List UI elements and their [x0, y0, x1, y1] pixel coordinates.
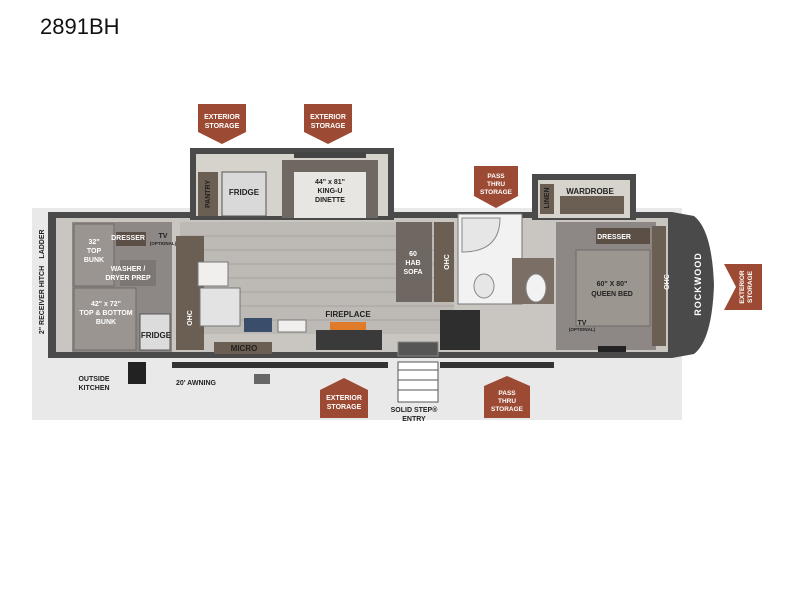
micro-cabinet [214, 342, 272, 354]
dinette-table [294, 172, 366, 218]
wardrobe-label: WARDROBE [566, 187, 614, 196]
tag-text: EXTERIOR [310, 114, 346, 121]
front-ohc [652, 226, 666, 346]
bottom-bunk [73, 287, 137, 351]
queen-bed [575, 249, 651, 327]
bed-tv-optional: (OPTIONAL) [569, 327, 596, 332]
bottom-bunk-label: TOP & BOTTOM [79, 310, 132, 317]
bed-dresser [596, 228, 650, 244]
ohc-rear-label: OHC [187, 310, 194, 326]
dinette-window [294, 152, 366, 158]
bunk-tv-optional: (OPTIONAL) [150, 241, 177, 246]
fireplace-flame [330, 322, 366, 330]
top-bunk [73, 223, 115, 287]
entry-label: SOLID STEP® [391, 406, 439, 414]
bunk-dresser [116, 232, 146, 246]
stove [197, 261, 229, 287]
solid-step-entry [397, 361, 439, 403]
bunk-tv-label: TV [159, 233, 168, 240]
bed-dresser-label: DRESSER [597, 234, 631, 241]
tag-text: EXTERIOR [739, 270, 746, 304]
entry-label: ENTRY [402, 416, 426, 423]
mid-ohc-cabinet [434, 222, 454, 302]
kitchen-counter [277, 319, 307, 333]
linen-label: LINEN [544, 188, 551, 209]
linen-cabinet [540, 184, 554, 214]
awning-bar-right [440, 362, 554, 368]
outside-kitchen-unit [128, 362, 146, 384]
sofa-label: 60 [409, 251, 417, 258]
tag-text: PASS [498, 390, 516, 397]
awning-crank [254, 374, 270, 384]
sofa-label: HAB [405, 260, 420, 267]
brand-label: ROCKWOOD [693, 252, 703, 316]
top-bunk-label: TOP [87, 248, 102, 255]
top-bunk-label: 32" [88, 239, 99, 246]
bottom-bunk-label: BUNK [96, 319, 116, 326]
awning-label: 20' AWNING [176, 380, 216, 387]
micro-label: MICRO [231, 344, 258, 353]
tag-text: STORAGE [327, 404, 362, 411]
kitchen-ohc [176, 236, 204, 350]
washer-label: DRYER PREP [105, 275, 151, 282]
fireplace-unit [316, 330, 382, 350]
tag-text: STORAGE [491, 406, 524, 413]
tag-text: EXTERIOR [326, 395, 362, 402]
pass-thru-storage-tag-bottom: PASS THRU STORAGE [484, 376, 530, 418]
washer-label: WASHER / [111, 266, 146, 273]
sink [199, 287, 241, 327]
outside-kitchen-label: KITCHEN [78, 385, 109, 392]
dinette-label: DINETTE [315, 197, 345, 204]
ohc-mid-label: OHC [444, 254, 451, 270]
bottom-bunk-label: 42" x 72" [91, 301, 121, 308]
fridge-rear-label: FRIDGE [141, 331, 172, 340]
wardrobe-cabinet [560, 196, 624, 214]
pass-thru-storage-tag-top: PASS THRU STORAGE [474, 166, 518, 208]
tag-text: STORAGE [311, 123, 346, 130]
washer-dryer-prep [120, 260, 156, 286]
outside-kitchen-label: OUTSIDE [78, 376, 109, 383]
tag-text: STORAGE [747, 270, 754, 303]
awning-bar [172, 362, 388, 368]
top-bunk-label: BUNK [84, 257, 104, 264]
bed-tv [598, 346, 626, 352]
pantry-cabinet [198, 172, 218, 216]
entry-stairs-interior [440, 310, 480, 350]
sofa-unit [396, 222, 432, 302]
fireplace-label: FIREPLACE [325, 310, 371, 319]
tag-text: THRU [498, 398, 516, 405]
exterior-storage-tag-2: EXTERIOR STORAGE [304, 104, 352, 144]
tag-text: STORAGE [480, 189, 513, 196]
dinette-label: KING-U [318, 188, 343, 195]
shower [461, 217, 501, 253]
ohc-front-label: OHC [664, 274, 671, 290]
queen-bed-label: QUEEN BED [591, 291, 633, 298]
bath-sink [525, 273, 547, 303]
fridge-top-label: FRIDGE [229, 188, 260, 197]
toilet [473, 273, 495, 299]
receiver-hitch-label: 2" RECEIVER HITCH [39, 266, 46, 334]
bed-tv-label: TV [578, 320, 587, 327]
queen-bed-label: 60" X 80" [597, 281, 628, 288]
sofa-label: SOFA [403, 269, 422, 276]
fridge-rear-unit [139, 313, 171, 351]
tag-text: THRU [487, 181, 505, 188]
ladder-label: LADDER [39, 229, 46, 258]
bunk-dresser-label: DRESSER [111, 235, 145, 242]
range-hood [244, 318, 272, 332]
model-title: 2891BH [40, 14, 120, 39]
fridge-top-unit [221, 171, 267, 217]
exterior-storage-tag-1: EXTERIOR STORAGE [198, 104, 246, 144]
tag-text: STORAGE [205, 123, 240, 130]
tag-text: EXTERIOR [204, 114, 240, 121]
exterior-storage-tag-bottom: EXTERIOR STORAGE [320, 378, 368, 418]
dinette-label: 44" x 81" [315, 179, 345, 186]
tag-text: PASS [487, 173, 505, 180]
pantry-label: PANTRY [205, 180, 212, 208]
exterior-storage-tag-front: EXTERIOR STORAGE [724, 264, 762, 310]
entry-door [397, 341, 439, 357]
